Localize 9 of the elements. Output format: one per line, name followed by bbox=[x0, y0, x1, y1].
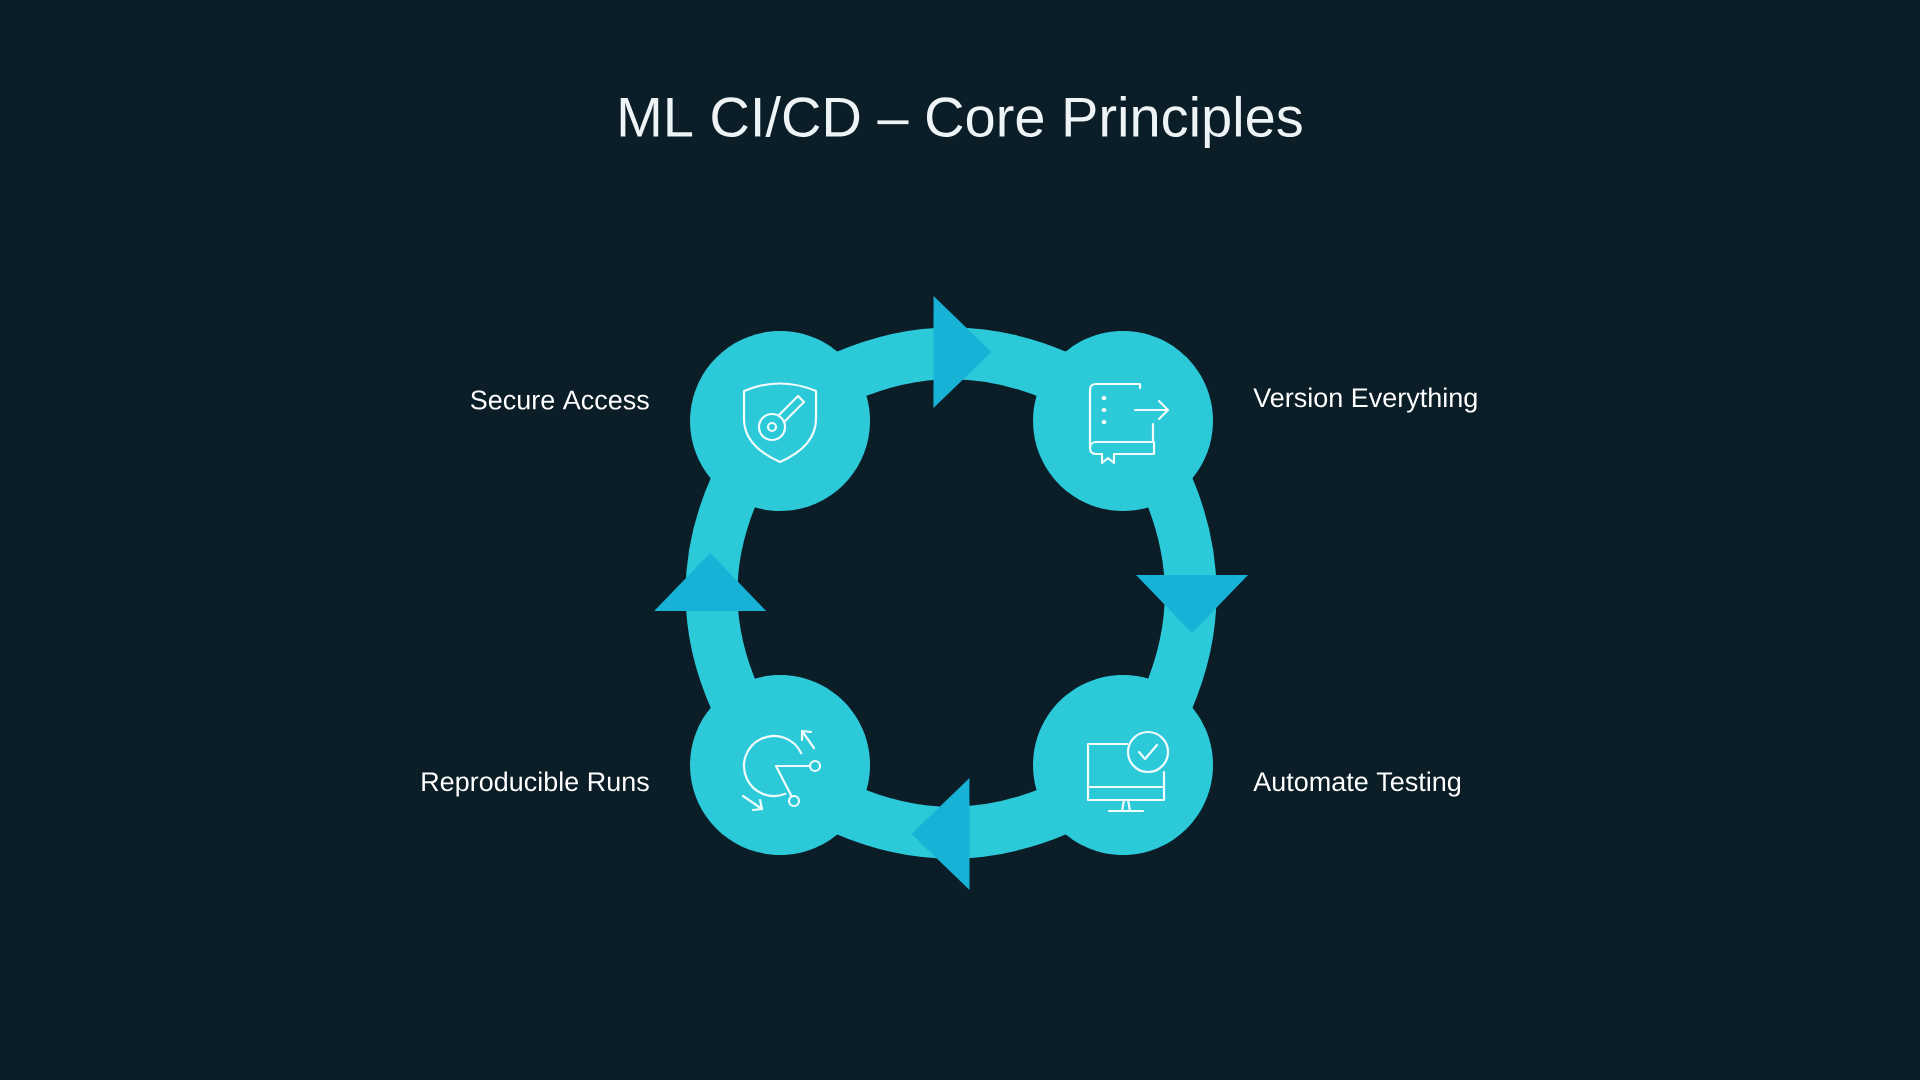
title: ML CI/CD – Core Principles bbox=[620, 95, 1302, 149]
cycle-arrow bbox=[834, 296, 1068, 408]
step-label: Reproducible Runs bbox=[422, 771, 649, 797]
step-label: Automate Testing bbox=[1253, 771, 1461, 797]
cycle-arrow bbox=[654, 475, 767, 711]
cycle-arrow bbox=[834, 777, 1068, 890]
step-label: Version Everything bbox=[1253, 387, 1477, 413]
step-label: Secure Access bbox=[470, 390, 649, 410]
cycle-arrow bbox=[1136, 476, 1249, 710]
